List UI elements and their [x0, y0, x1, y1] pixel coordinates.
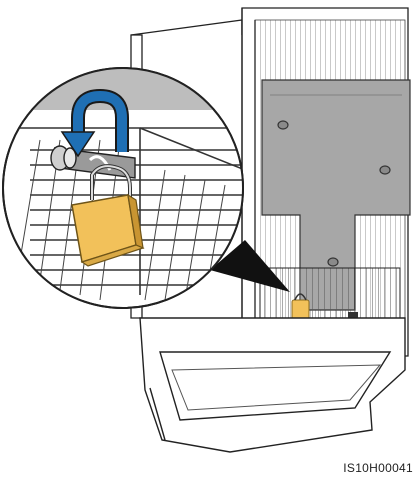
- figure-code: IS10H00041: [343, 461, 413, 475]
- leader-pointer: [210, 240, 290, 292]
- base-tray: [139, 317, 406, 453]
- rotate-arrow-icon: [60, 88, 129, 158]
- mounting-bracket: [261, 79, 411, 311]
- padlock-icon: [71, 164, 145, 267]
